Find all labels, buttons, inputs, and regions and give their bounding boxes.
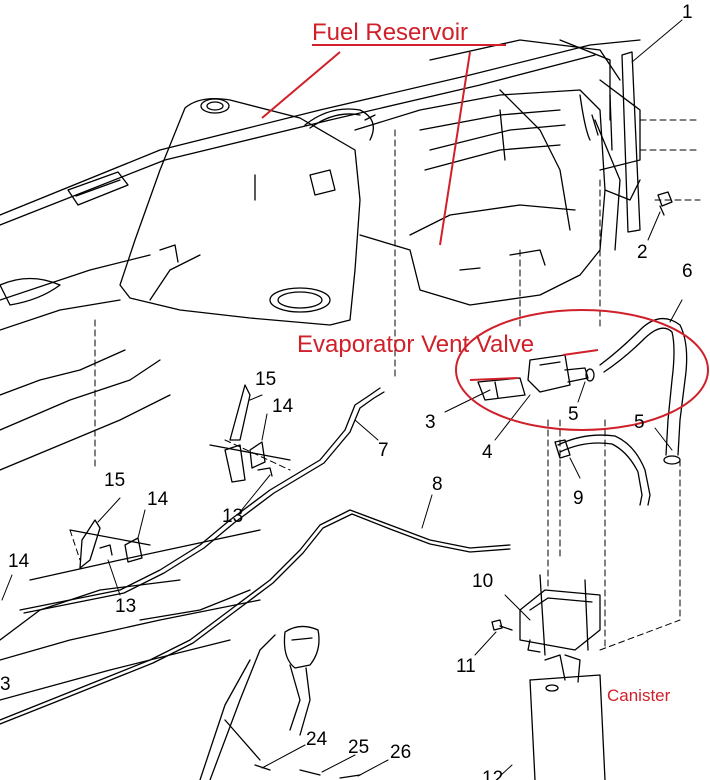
screw-part-11 [491, 619, 513, 631]
clip-group-lower [69, 519, 151, 569]
hose-part-9 [554, 434, 651, 506]
filler-assembly [199, 625, 361, 780]
tank-right-section [354, 89, 606, 306]
callout-2: 2 [637, 242, 648, 263]
callout-3-left-edge: 3 [0, 674, 11, 695]
fuel-reservoir-label: Fuel Reservoir [312, 19, 468, 46]
hose-part-6 [599, 318, 688, 465]
callout-14-left: 14 [8, 551, 30, 572]
callout-14-upper: 14 [272, 396, 294, 417]
callout-5-right: 5 [634, 412, 645, 433]
canister [529, 654, 606, 780]
callout-6: 6 [682, 261, 693, 282]
callout-24: 24 [306, 729, 328, 750]
part-2-nut [657, 191, 673, 216]
callout-8: 8 [432, 474, 443, 495]
reference-lines [69, 119, 701, 651]
callout-13-lower: 13 [115, 596, 136, 617]
red-annotation-marks [261, 44, 709, 431]
callout-13-upper: 13 [222, 506, 243, 527]
callout-7: 7 [378, 440, 389, 461]
callout-12-bottom: 12 [482, 768, 503, 780]
callout-3: 3 [425, 412, 436, 433]
callout-25: 25 [348, 737, 369, 758]
callout-10: 10 [472, 571, 493, 592]
callout-26: 26 [390, 742, 411, 763]
vent-valve-assembly [477, 354, 595, 401]
callout-15-lower: 15 [104, 470, 125, 491]
leader-lines [1, 19, 683, 777]
callout-15-upper: 15 [255, 369, 276, 390]
callout-5-upper: 5 [568, 404, 579, 425]
callout-1: 1 [682, 2, 693, 23]
tank-hoses [304, 94, 599, 141]
callout-11: 11 [456, 656, 476, 677]
canister-label: Canister [607, 686, 671, 705]
callout-4: 4 [482, 442, 493, 463]
canister-bracket [519, 574, 601, 656]
callout-14-lower: 14 [147, 489, 169, 510]
callout-9: 9 [573, 488, 584, 509]
evap-vent-valve-label: Evaporator Vent Valve [297, 331, 534, 358]
clip-group-upper [209, 384, 291, 483]
fuel-line-7 [19, 387, 385, 614]
fuel-tank [119, 97, 361, 326]
fuel-line-8 [0, 509, 511, 725]
part-1-bracket [599, 51, 641, 233]
